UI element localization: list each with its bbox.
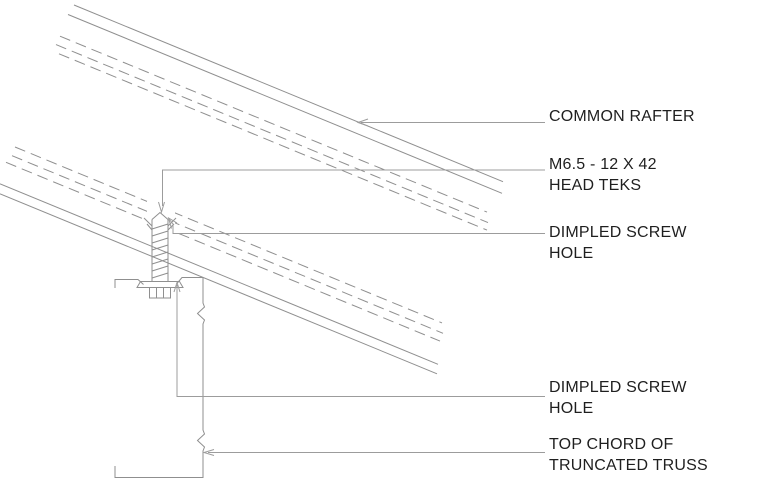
thread-line [151, 272, 169, 279]
chord-web-with-break-lines [114, 277, 206, 478]
leader-arrowhead [356, 118, 369, 127]
dimple-edge-line [143, 217, 153, 227]
label-text-line: COMMON RAFTER [549, 108, 695, 125]
thread-line [151, 251, 169, 258]
leader-line [168, 218, 545, 234]
leader-line [162, 169, 545, 206]
leader-top-chord [202, 449, 545, 456]
rafter-hidden-line [59, 35, 488, 213]
leader-arrowhead [158, 201, 165, 214]
thread-line [151, 223, 169, 230]
chord-dimple-right-lip [176, 277, 203, 285]
leader-line [176, 285, 545, 397]
label-text-line: DIMPLED SCREW [549, 379, 687, 396]
label-text-line: HOLE [549, 245, 594, 262]
rafter-bottom-edge-line [0, 193, 438, 375]
rafter-hidden-line [5, 161, 441, 342]
hex-head [149, 287, 171, 299]
tek-screw [136, 211, 184, 299]
label-dimpled-screw-hole-upper: DIMPLED SCREW HOLE [549, 222, 687, 264]
rafter-hidden-line [11, 155, 444, 334]
label-dimpled-screw-hole-lower: DIMPLED SCREW HOLE [549, 377, 687, 419]
rafter-hidden-line [58, 53, 488, 231]
rafter-top-edge-line [73, 4, 504, 183]
label-text-line: TOP CHORD OF [549, 436, 674, 453]
label-text-line: HOLE [549, 400, 594, 417]
label-text-line: TRUNCATED TRUSS [549, 457, 708, 474]
rafter-hidden-line [55, 44, 489, 224]
rafter-at-connection-section [0, 146, 444, 375]
thread-line [151, 258, 169, 265]
label-text-line: M6.5 - 12 X 42 [549, 156, 657, 173]
label-head-teks: M6.5 - 12 X 42 HEAD TEKS [549, 154, 657, 196]
leader-arrowhead [202, 449, 215, 456]
leader-lines [158, 118, 545, 456]
screw-threads [151, 223, 169, 279]
chord-top-surface-left [114, 279, 144, 288]
thread-line [151, 244, 169, 251]
rafter-top-flange-line [67, 14, 503, 194]
label-text-line: HEAD TEKS [549, 177, 642, 194]
leader-arrowhead [167, 216, 178, 229]
leader-common-rafter [356, 118, 545, 127]
leader-dimpled-screw-hole-upper [167, 216, 545, 234]
label-top-chord: TOP CHORD OF TRUNCATED TRUSS [549, 434, 708, 476]
rafter-bottom-flange-line [0, 183, 439, 365]
rafter-hidden-line [14, 146, 443, 324]
label-common-rafter: COMMON RAFTER [549, 106, 695, 127]
thread-line [151, 265, 169, 272]
thread-line [151, 230, 169, 237]
leader-arrowhead [173, 280, 181, 293]
common-rafter-section [55, 4, 504, 231]
leader-dimpled-screw-hole-lower [173, 280, 545, 397]
leader-head-teks [158, 169, 545, 214]
label-text-line: DIMPLED SCREW [549, 224, 687, 241]
dimple-edge-line [146, 223, 153, 231]
thread-line [151, 237, 169, 244]
screw-tip [151, 211, 169, 220]
truss-top-chord-section [114, 277, 206, 478]
